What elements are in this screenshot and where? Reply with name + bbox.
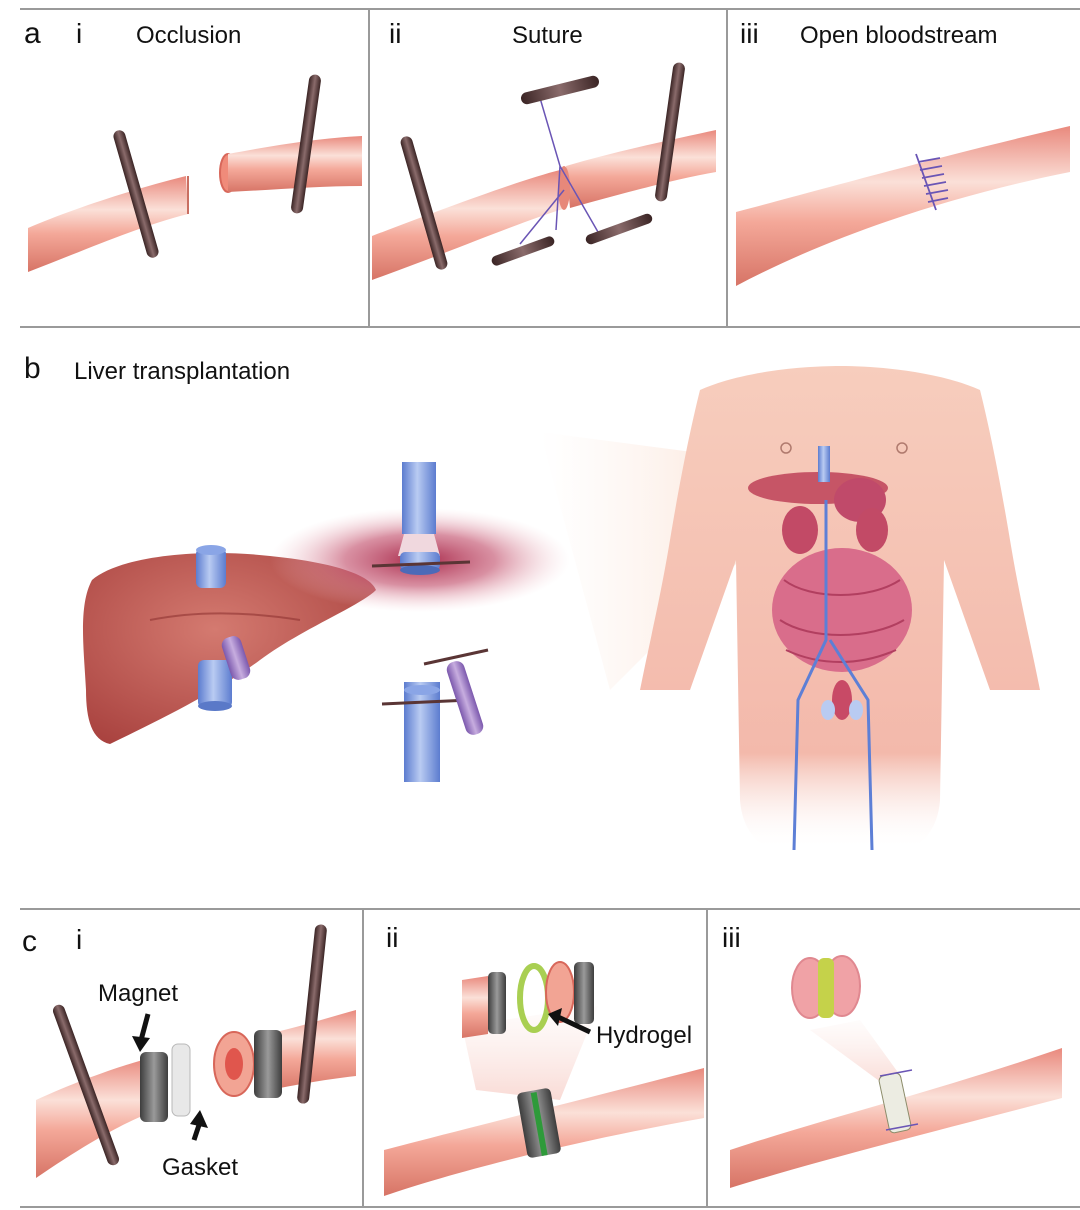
- panel-a-i-number: i: [76, 18, 83, 49]
- bottom-border: [20, 1206, 1080, 1208]
- panel-a-ii-title: Suture: [512, 22, 583, 49]
- panel-b-title: Liver transplantation: [74, 358, 291, 385]
- c-iii-integrated-ring-illustration: [730, 955, 1062, 1188]
- panel-c-ii-number: ii: [386, 922, 399, 953]
- a-ii-suture-illustration: [372, 62, 716, 280]
- panel-c-iii-number: iii: [722, 922, 741, 953]
- c-ii-hydrogel-illustration: [384, 961, 704, 1196]
- panel-c-letter: c: [22, 925, 37, 958]
- b-body-illustration: [640, 366, 1040, 851]
- magnet-label: Magnet: [98, 980, 179, 1007]
- panel-a-divider-1: [368, 8, 370, 328]
- panel-c-top-border: [20, 908, 1080, 910]
- b-liver-illustration: [83, 545, 376, 744]
- panel-a-iii-title: Open bloodstream: [800, 22, 998, 49]
- top-border: [20, 8, 1080, 10]
- panel-c-i-number: i: [76, 924, 83, 955]
- hydrogel-label: Hydrogel: [596, 1022, 693, 1049]
- panel-c-divider-1: [362, 908, 364, 1208]
- b-anastomosis-closeup: [270, 462, 570, 782]
- c-i-magnet-gasket-illustration: [36, 924, 356, 1178]
- panel-a-letter: a: [24, 17, 41, 50]
- gasket-label: Gasket: [162, 1154, 239, 1181]
- panel-a-divider-2: [726, 8, 728, 328]
- panel-c-divider-2: [706, 908, 708, 1208]
- panel-a-iii-number: iii: [740, 18, 759, 49]
- a-i-occlusion-illustration: [28, 74, 362, 272]
- panel-a-ii-number: ii: [389, 18, 402, 49]
- panel-a-bottom-border: [20, 326, 1080, 328]
- panel-a-i-title: Occlusion: [136, 22, 242, 49]
- panel-b-letter: b: [24, 352, 41, 385]
- a-iii-open-bloodstream-illustration: [736, 126, 1070, 286]
